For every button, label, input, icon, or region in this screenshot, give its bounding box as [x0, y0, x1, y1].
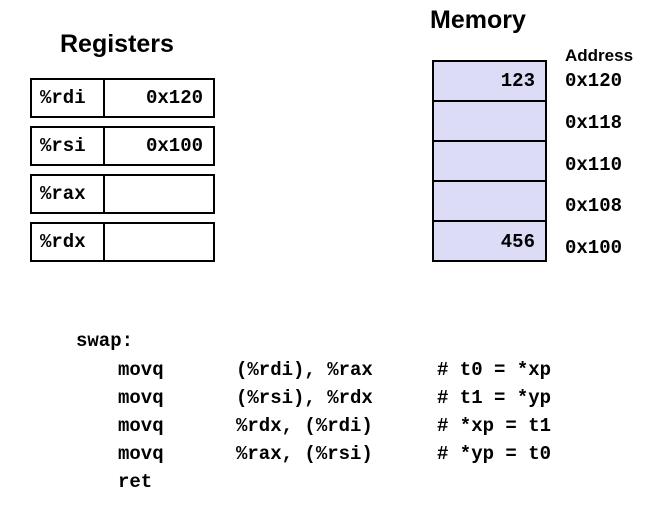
code-args: (%rsi), %rdx [236, 387, 373, 409]
memory-cell-0x110 [434, 142, 545, 182]
register-value [105, 224, 213, 260]
register-value: 0x100 [145, 135, 203, 157]
memory-cell-0x118 [434, 102, 545, 142]
address-header: Address [565, 46, 634, 65]
code-op: movq [118, 415, 164, 437]
code-comment: # t1 = *yp [437, 387, 552, 409]
code-op: movq [118, 443, 164, 465]
memory-cell-0x100: 456 [500, 231, 535, 253]
register-name: %rdx [32, 224, 105, 260]
memory-cell-0x120: 123 [434, 62, 545, 102]
address-label: 0x118 [565, 112, 623, 134]
code-op: ret [118, 471, 153, 493]
memory-column: 123 456 [432, 60, 547, 262]
register-rdi: %rdi 0x120 [30, 78, 215, 118]
register-name: %rax [32, 176, 105, 212]
code-args: %rdx, (%rdi) [236, 415, 373, 437]
code-comment: # *xp = t1 [437, 415, 552, 437]
code-label: swap: [76, 330, 134, 352]
memory-title: Memory [430, 6, 526, 34]
register-name: %rsi [32, 128, 105, 164]
registers-title: Registers [60, 30, 174, 58]
code-comment: # *yp = t0 [437, 443, 552, 465]
register-rsi: %rsi 0x100 [30, 126, 215, 166]
code-op: movq [118, 387, 164, 409]
code-args: (%rdi), %rax [236, 359, 373, 381]
code-args: %rax, (%rsi) [236, 443, 373, 465]
register-value: 0x120 [145, 87, 203, 109]
register-value [105, 176, 213, 212]
address-label: 0x120 [565, 70, 623, 92]
register-name: %rdi [32, 80, 105, 116]
address-label: 0x100 [565, 237, 623, 259]
address-label: 0x108 [565, 195, 623, 217]
code-comment: # t0 = *xp [437, 359, 552, 381]
memory-cell-0x108 [434, 182, 545, 222]
code-op: movq [118, 359, 164, 381]
register-rax: %rax [30, 174, 215, 214]
address-label: 0x110 [565, 154, 623, 176]
register-rdx: %rdx [30, 222, 215, 262]
